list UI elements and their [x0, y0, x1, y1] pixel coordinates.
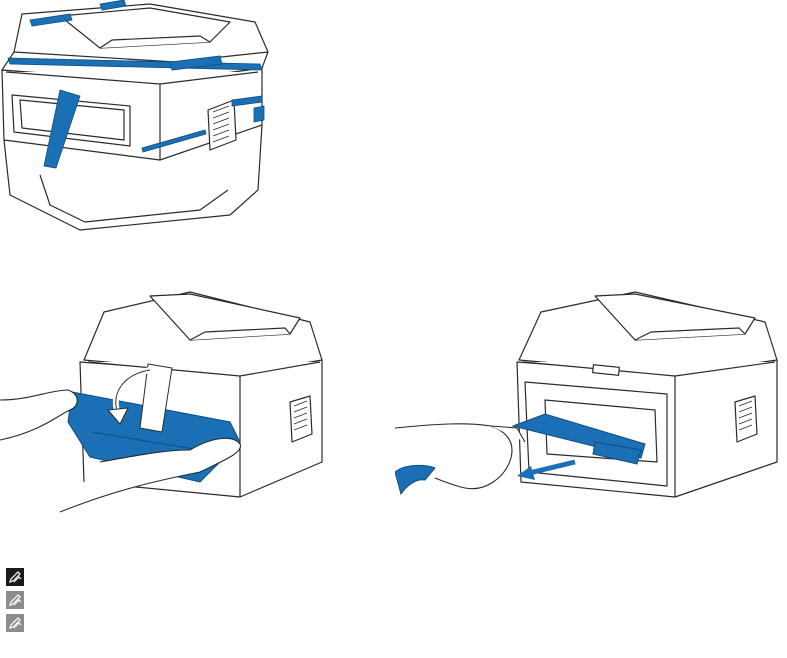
- note-pencil-icon: [5, 590, 25, 610]
- printer-icon: [0, 282, 330, 522]
- note-pencil-icon: [5, 567, 25, 587]
- note-icons-column: [5, 567, 25, 633]
- open-front-cover-illustration: [0, 282, 330, 522]
- remove-drum-tape-illustration: [395, 282, 787, 527]
- printer-icon: [395, 282, 787, 527]
- printer-icon: [0, 0, 280, 235]
- note-pencil-icon: [5, 613, 25, 633]
- printer-with-tapes-illustration: [0, 0, 280, 235]
